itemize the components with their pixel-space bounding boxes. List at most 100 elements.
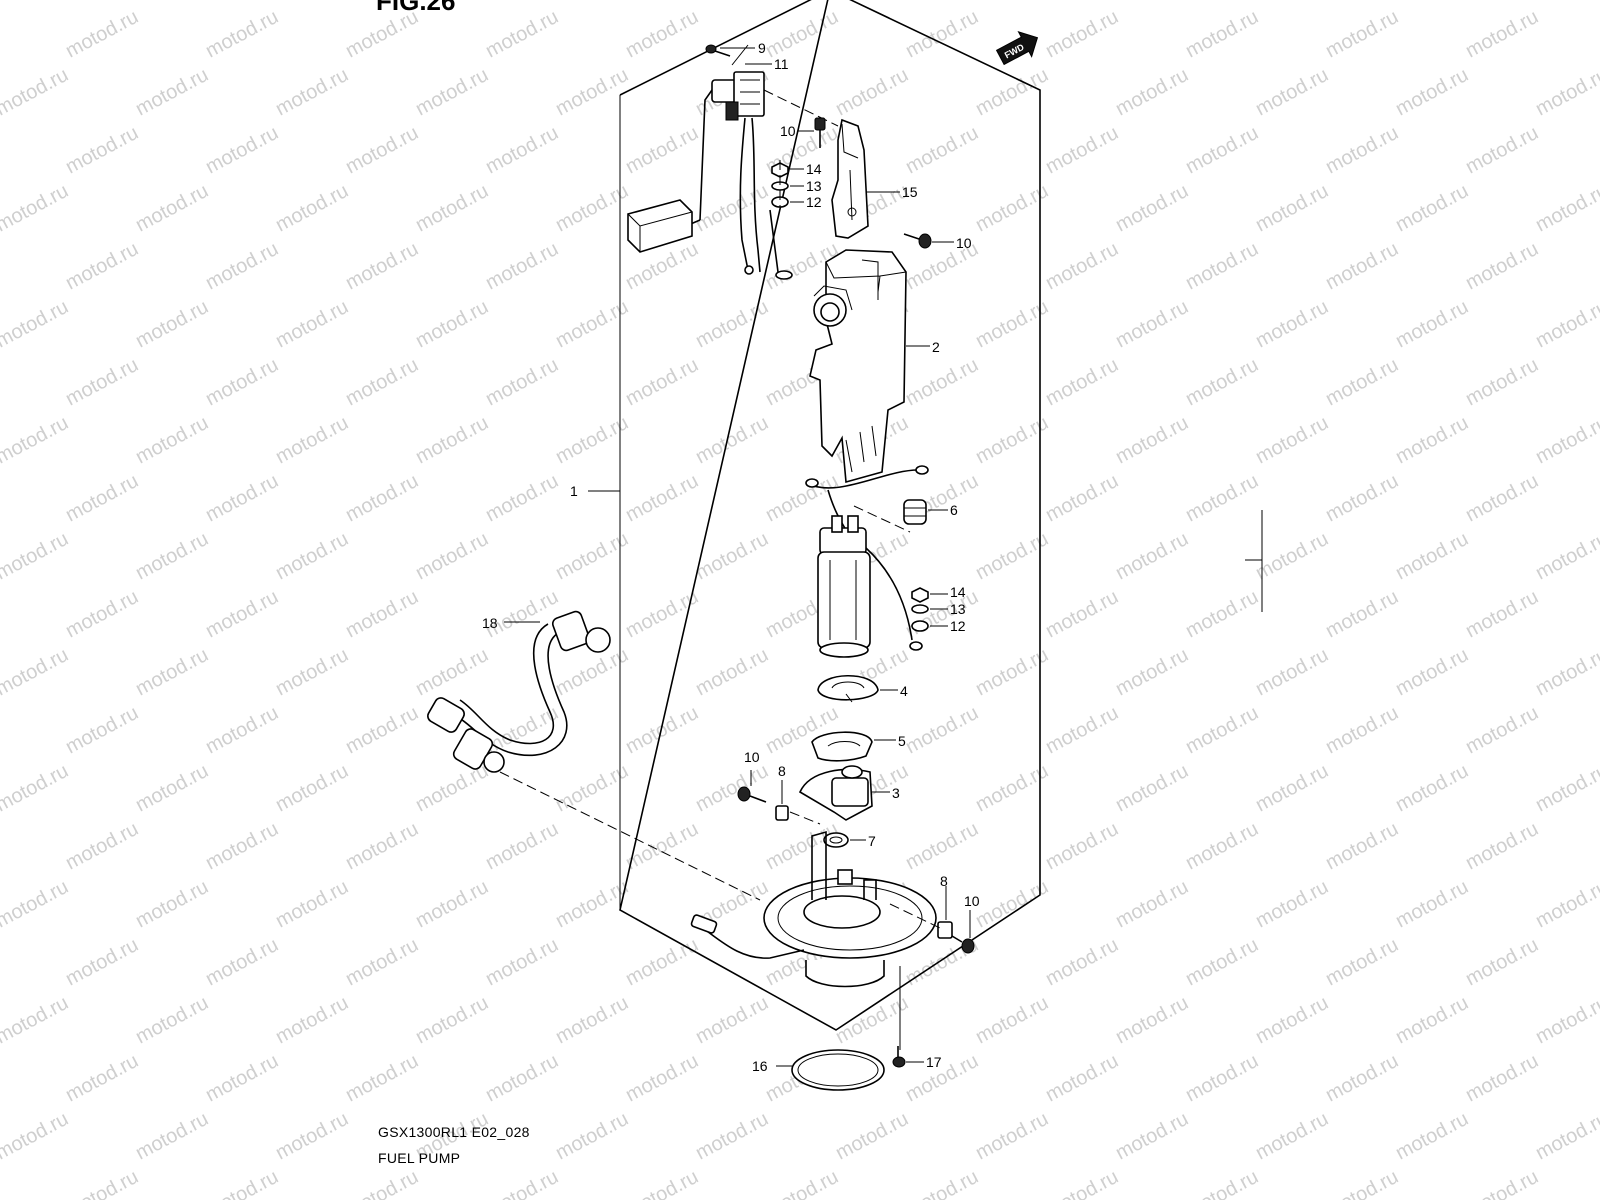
- watermark-text: motod.ru: [1042, 238, 1122, 294]
- watermark-text: motod.ru: [132, 180, 212, 236]
- watermark-text: motod.ru: [552, 1108, 632, 1164]
- watermark-text: motod.ru: [62, 818, 142, 874]
- watermark-text: motod.ru: [342, 238, 422, 294]
- watermark-text: motod.ru: [1112, 1108, 1192, 1164]
- watermark-text: motod.ru: [0, 6, 2, 62]
- watermark-text: motod.ru: [622, 6, 702, 62]
- watermark-text: motod.ru: [1462, 1050, 1542, 1106]
- watermark-text: motod.ru: [0, 818, 2, 874]
- part-17-bolt: [892, 1046, 906, 1068]
- watermark-text: motod.ru: [272, 0, 352, 4]
- watermark-text: motod.ru: [1252, 528, 1332, 584]
- watermark-text: motod.ru: [1042, 702, 1122, 758]
- watermark-text: motod.ru: [132, 876, 212, 932]
- callout-7: 7: [868, 833, 876, 849]
- watermark-text: motod.ru: [1462, 818, 1542, 874]
- watermark-text: motod.ru: [1392, 528, 1472, 584]
- watermark-text: motod.ru: [1182, 818, 1262, 874]
- watermark-text: motod.ru: [272, 412, 352, 468]
- watermark-text: motod.ru: [1112, 528, 1192, 584]
- watermark-text: motod.ru: [1252, 296, 1332, 352]
- watermark-text: motod.ru: [342, 818, 422, 874]
- watermark-text: motod.ru: [342, 934, 422, 990]
- watermark-text: motod.ru: [0, 470, 2, 526]
- watermark-text: motod.ru: [762, 6, 842, 62]
- watermark-text: motod.ru: [272, 528, 352, 584]
- watermark-text: motod.ru: [482, 6, 562, 62]
- part-10-bolt-flange: [951, 935, 975, 954]
- watermark-text: motod.ru: [1532, 0, 1600, 4]
- watermark-text: motod.ru: [342, 586, 422, 642]
- watermark-text: motod.ru: [1042, 1166, 1122, 1200]
- watermark-text: motod.ru: [1252, 760, 1332, 816]
- assembly-outline: [619, 0, 1041, 1031]
- part-11-connector-sender: [627, 71, 793, 280]
- watermark-text: motod.ru: [1042, 934, 1122, 990]
- watermark-text: motod.ru: [552, 0, 632, 4]
- watermark-text: motod.ru: [272, 644, 352, 700]
- watermark-text: motod.ru: [1252, 64, 1332, 120]
- watermark-text: motod.ru: [412, 760, 492, 816]
- callout-10-top: 10: [780, 123, 796, 139]
- watermark-text: motod.ru: [62, 586, 142, 642]
- watermark-text: motod.ru: [1252, 412, 1332, 468]
- watermark-text: motod.ru: [62, 702, 142, 758]
- watermark-text: motod.ru: [1252, 992, 1332, 1048]
- part-8-clamp-left: [775, 805, 789, 821]
- watermark-text: motod.ru: [1182, 934, 1262, 990]
- watermark-text: motod.ru: [692, 1108, 772, 1164]
- watermark-text: motod.ru: [692, 992, 772, 1048]
- watermark-text: motod.ru: [1462, 354, 1542, 410]
- watermark-text: motod.ru: [132, 296, 212, 352]
- watermark-text: motod.ru: [62, 1050, 142, 1106]
- watermark-text: motod.ru: [832, 0, 912, 4]
- watermark-text: motod.ru: [1532, 64, 1600, 120]
- watermark-text: motod.ru: [272, 1108, 352, 1164]
- watermark-text: motod.ru: [1392, 760, 1472, 816]
- callout-13-lower: 13: [950, 601, 966, 617]
- watermark-text: motod.ru: [1042, 1050, 1122, 1106]
- callout-1: 1: [570, 483, 578, 499]
- callout-9: 9: [758, 40, 766, 56]
- watermark-text: motod.ru: [272, 296, 352, 352]
- watermark-text: motod.ru: [342, 1166, 422, 1200]
- part-8-clamp-right: [937, 921, 953, 939]
- callout-8-left: 8: [778, 763, 786, 779]
- callout-4: 4: [900, 683, 908, 699]
- watermark-text: motod.ru: [272, 180, 352, 236]
- watermark-text: motod.ru: [0, 586, 2, 642]
- callout-11: 11: [774, 56, 789, 72]
- part-10-bolt-left: [737, 786, 767, 803]
- watermark-text: motod.ru: [902, 1166, 982, 1200]
- watermark-text: motod.ru: [1112, 0, 1192, 4]
- watermark-text: motod.ru: [1322, 470, 1402, 526]
- watermark-text: motod.ru: [832, 64, 912, 120]
- watermark-text: motod.ru: [0, 296, 72, 352]
- fwd-arrow-icon: FWD: [995, 31, 1039, 66]
- watermark-text: motod.ru: [1112, 412, 1192, 468]
- watermark-text: motod.ru: [1042, 122, 1122, 178]
- watermark-text: motod.ru: [622, 586, 702, 642]
- watermark-text: motod.ru: [1042, 470, 1122, 526]
- watermark-text: motod.ru: [1252, 0, 1332, 4]
- part-6-grommet: [903, 499, 927, 525]
- watermark-text: motod.ru: [202, 6, 282, 62]
- watermark-text: motod.ru: [972, 992, 1052, 1048]
- pump-wire-harness: [805, 465, 929, 533]
- watermark-text: motod.ru: [0, 180, 72, 236]
- watermark-text: motod.ru: [202, 934, 282, 990]
- watermark-text: motod.ru: [0, 876, 72, 932]
- watermark-text: motod.ru: [1042, 586, 1122, 642]
- watermark-text: motod.ru: [1182, 470, 1262, 526]
- watermark-text: motod.ru: [1182, 1050, 1262, 1106]
- watermark-text: motod.ru: [202, 122, 282, 178]
- watermark-text: motod.ru: [692, 760, 772, 816]
- watermark-text: motod.ru: [1182, 702, 1262, 758]
- watermark-text: motod.ru: [0, 934, 2, 990]
- watermark-text: motod.ru: [1392, 0, 1472, 4]
- watermark-text: motod.ru: [1462, 122, 1542, 178]
- watermark-text: motod.ru: [1042, 354, 1122, 410]
- part-9-screw: [705, 44, 731, 57]
- watermark-text: motod.ru: [622, 702, 702, 758]
